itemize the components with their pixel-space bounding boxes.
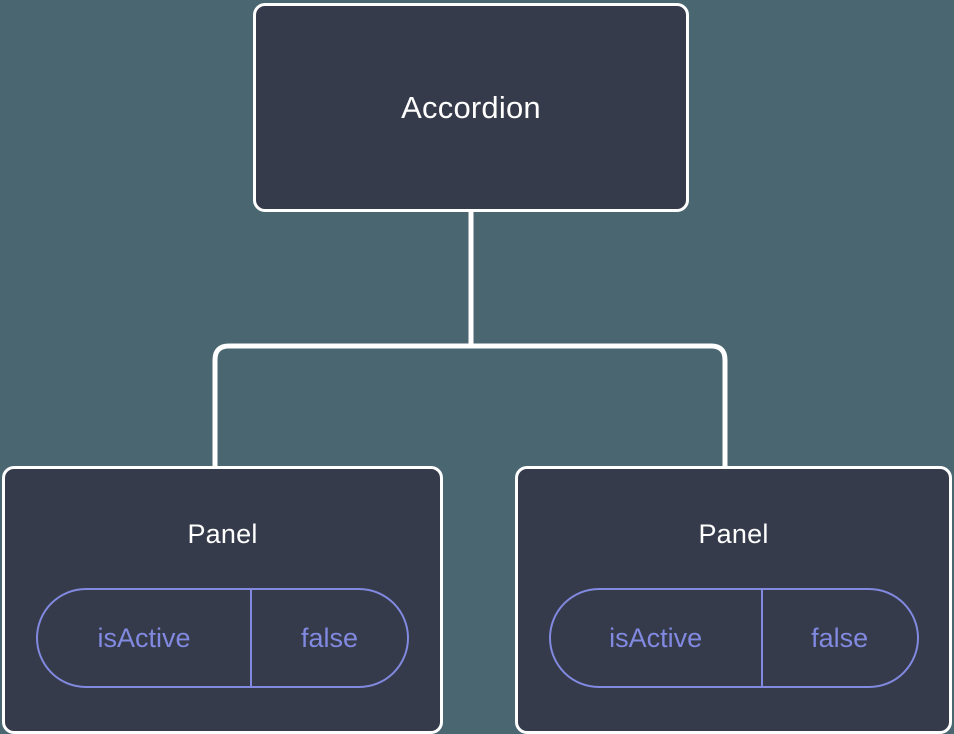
- state-value-panel-1: false: [811, 622, 869, 653]
- state-value-panel-0: false: [300, 622, 359, 653]
- tree-node-panel-1[interactable]: Panel isActive false: [515, 466, 952, 734]
- node-label-panel-1: Panel: [698, 519, 769, 549]
- state-badge-panel-1[interactable]: isActive false: [548, 588, 919, 688]
- state-key-panel-0: isActive: [38, 590, 253, 686]
- connector-branch-bracket: [212, 343, 728, 468]
- tree-node-panel-0[interactable]: Panel isActive false: [2, 466, 443, 734]
- state-key-panel-1: isActive: [551, 590, 763, 686]
- state-badge-panel-0[interactable]: isActive false: [36, 588, 409, 688]
- node-label-accordion: Accordion: [401, 90, 541, 125]
- tree-node-accordion[interactable]: Accordion: [253, 3, 689, 212]
- node-label-panel-0: Panel: [187, 519, 258, 549]
